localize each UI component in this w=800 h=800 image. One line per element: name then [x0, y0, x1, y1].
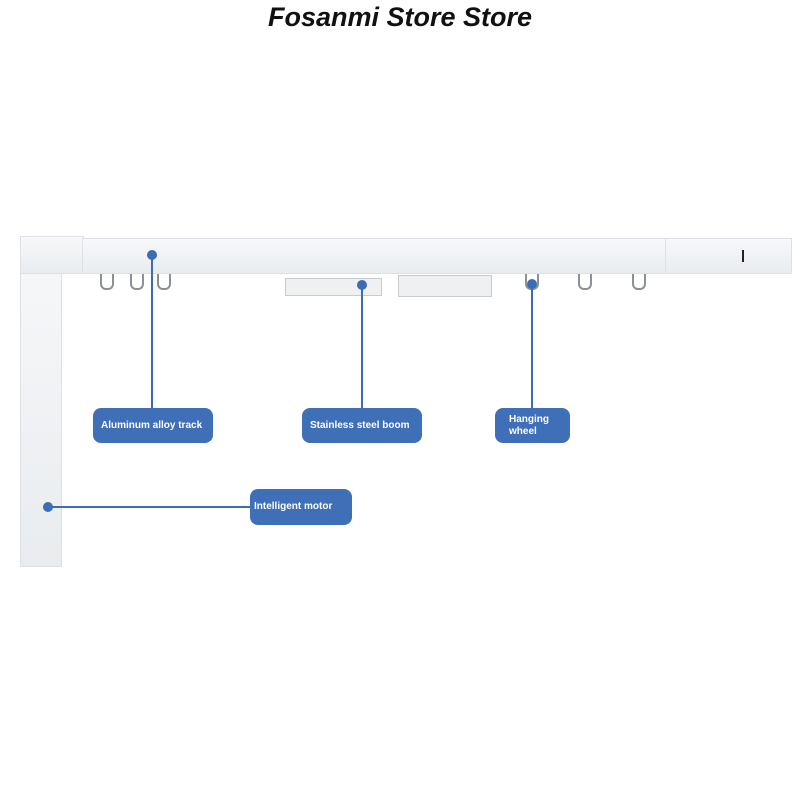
label-stainless-boom: Stainless steel boom [302, 408, 422, 443]
track-end-cap [665, 238, 792, 274]
hanging-wheel-icon [130, 274, 144, 290]
label-aluminum-track: Aluminum alloy track [93, 408, 213, 443]
motor-housing [20, 236, 62, 567]
hanging-wheel-icon [157, 274, 171, 290]
callout-line [361, 285, 363, 408]
boom-bracket [398, 275, 492, 297]
label-hanging-wheel: Hanging wheel [495, 408, 570, 443]
callout-line [48, 506, 250, 508]
end-cap-slot [742, 250, 744, 262]
store-title: Fosanmi Store Store [267, 2, 533, 32]
corner-cap [20, 236, 84, 274]
boom-bracket [285, 278, 382, 296]
label-intelligent-motor: Intelligent motor [250, 489, 352, 525]
callout-line [151, 255, 153, 408]
callout-line [531, 284, 533, 408]
hanging-wheel-icon [100, 274, 114, 290]
hanging-wheel-icon [632, 274, 646, 290]
aluminum-track [82, 238, 667, 274]
hanging-wheel-icon [578, 274, 592, 290]
